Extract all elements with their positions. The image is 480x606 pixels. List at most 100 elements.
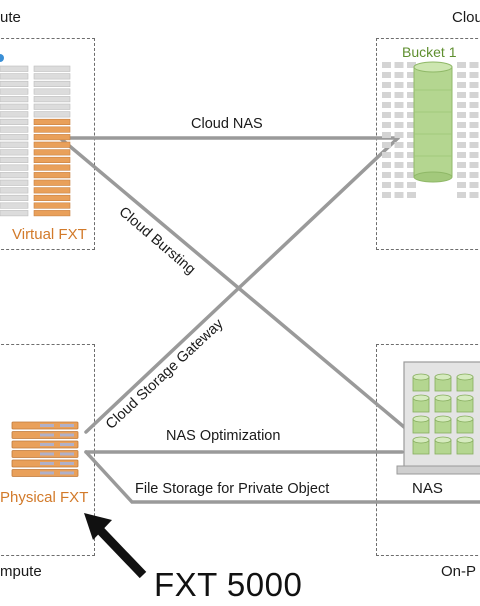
grid-cell <box>469 152 479 158</box>
server-unit <box>33 149 71 156</box>
grid-cell <box>407 132 416 138</box>
grid-cell <box>394 82 404 88</box>
server-unit <box>0 179 29 186</box>
server-unit <box>0 134 29 141</box>
grid-cell <box>407 142 416 148</box>
server-unit <box>33 80 71 87</box>
grid-cell <box>394 152 404 158</box>
grid-cell <box>407 62 416 68</box>
corner-label-bottom-left: mpute <box>0 563 42 580</box>
server-unit <box>0 80 29 87</box>
physical-fxt-stack <box>11 421 79 477</box>
server-unit <box>33 103 71 110</box>
nas-optimization-label: NAS Optimization <box>166 428 281 444</box>
grid-cell <box>457 92 466 98</box>
grid-cell <box>382 112 391 118</box>
virtual-server-rack <box>0 54 71 217</box>
server-unit <box>33 73 71 80</box>
bucket-label: Bucket 1 <box>402 44 457 60</box>
status-dot-icon <box>0 54 4 62</box>
grid-cell <box>394 162 404 168</box>
disk-cylinder-top <box>412 436 430 444</box>
grid-cell <box>457 72 466 78</box>
region-on-premises <box>376 344 480 556</box>
server-unit <box>0 73 29 80</box>
grid-cell <box>457 152 466 158</box>
grid-cell <box>457 62 466 68</box>
link-line-cloud-bursting <box>58 136 412 434</box>
server-unit <box>33 141 71 148</box>
grid-cell <box>457 102 466 108</box>
grid-cell <box>457 132 466 138</box>
grid-cell <box>382 72 391 78</box>
grid-cell <box>469 112 479 118</box>
grid-cell <box>407 102 416 108</box>
grid-cell <box>382 162 391 168</box>
server-unit <box>0 103 29 110</box>
server-unit <box>33 118 71 125</box>
virtual-fxt-label: Virtual FXT <box>12 226 87 243</box>
grid-cell <box>407 122 416 128</box>
fxt-unit-bezel <box>40 433 54 437</box>
file-storage-label: File Storage for Private Object <box>133 481 332 497</box>
nas-appliance <box>396 361 480 475</box>
grid-cell <box>407 112 416 118</box>
grid-cell <box>469 102 479 108</box>
corner-label-bottom-right: On-P <box>441 563 477 580</box>
server-unit <box>0 65 29 72</box>
server-unit <box>0 194 29 201</box>
server-unit <box>33 96 71 103</box>
grid-cell <box>469 192 479 198</box>
server-unit <box>33 88 71 95</box>
server-unit <box>33 126 71 133</box>
grid-cell <box>394 102 404 108</box>
server-unit <box>0 149 29 156</box>
corner-label-top-left: ute <box>0 9 21 26</box>
grid-cell <box>407 162 416 168</box>
server-unit <box>33 156 71 163</box>
grid-cell <box>382 102 391 108</box>
grid-cell <box>407 82 416 88</box>
server-unit <box>33 172 71 179</box>
grid-cell <box>382 152 391 158</box>
fxt-unit-bezel <box>40 424 54 427</box>
grid-cell <box>394 192 404 198</box>
grid-cell <box>394 182 404 188</box>
server-unit <box>0 141 29 148</box>
fxt-unit-bezel <box>60 443 74 446</box>
grid-cell <box>407 92 416 98</box>
fxt-unit-bezel <box>40 462 54 465</box>
server-unit <box>0 202 29 209</box>
grid-cell <box>457 142 466 148</box>
grid-cell <box>394 122 404 128</box>
grid-cell <box>469 122 479 128</box>
server-unit <box>33 187 71 194</box>
grid-cell <box>457 122 466 128</box>
disk-cylinder-top <box>434 415 452 423</box>
fxt-unit-bezel <box>40 471 54 475</box>
server-unit <box>0 187 29 194</box>
grid-cell <box>469 172 479 178</box>
fxt-unit-bezel <box>60 433 74 437</box>
grid-cell <box>382 132 391 138</box>
disk-cylinder-top <box>412 415 430 423</box>
region-compute-bottom <box>0 344 95 556</box>
grid-cell <box>407 182 416 188</box>
disk-cylinder-top <box>456 394 474 402</box>
cloud-nas-label: Cloud NAS <box>191 116 263 132</box>
grid-cell <box>469 132 479 138</box>
region-cloud <box>376 38 480 250</box>
grid-cell <box>382 122 391 128</box>
grid-cell <box>394 92 404 98</box>
server-unit <box>0 172 29 179</box>
server-unit <box>0 210 29 217</box>
grid-cell <box>457 172 466 178</box>
server-unit <box>0 156 29 163</box>
grid-cell <box>394 72 404 78</box>
grid-cell <box>382 142 391 148</box>
grid-cell <box>407 192 416 198</box>
server-unit <box>0 88 29 95</box>
grid-cell <box>469 92 479 98</box>
server-unit <box>33 65 71 72</box>
